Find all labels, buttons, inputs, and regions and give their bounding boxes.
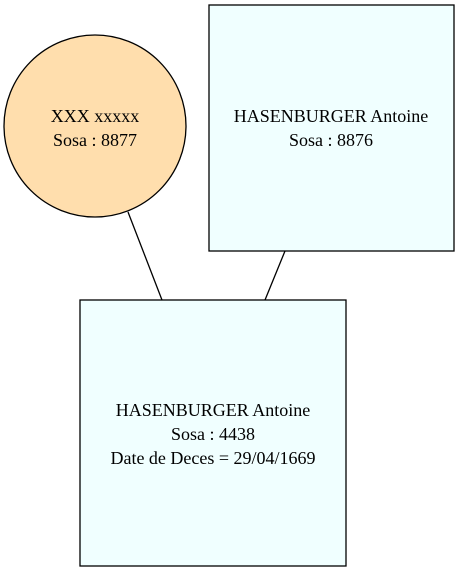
node-father-label-sosa: Sosa : 8876 <box>289 130 373 150</box>
node-mother-label-name: XXX xxxxx <box>51 106 140 126</box>
node-mother[interactable]: XXX xxxxx Sosa : 8877 <box>3 34 187 218</box>
node-mother-label-sosa: Sosa : 8877 <box>53 130 137 150</box>
node-child-label-sosa: Sosa : 4438 <box>171 424 255 444</box>
edge-father-child <box>264 250 286 301</box>
node-child-label-name: HASENBURGER Antoine <box>116 400 311 420</box>
node-father[interactable]: HASENBURGER Antoine Sosa : 8876 <box>208 4 455 252</box>
node-father-shape <box>208 4 455 252</box>
node-mother-shape <box>3 34 187 218</box>
node-child-label-death-date: Date de Deces = 29/04/1669 <box>110 448 315 468</box>
node-child[interactable]: HASENBURGER Antoine Sosa : 4438 Date de … <box>79 299 347 567</box>
edge-mother-child <box>127 211 163 301</box>
node-child-shape <box>79 299 347 567</box>
node-father-label-name: HASENBURGER Antoine <box>234 106 429 126</box>
